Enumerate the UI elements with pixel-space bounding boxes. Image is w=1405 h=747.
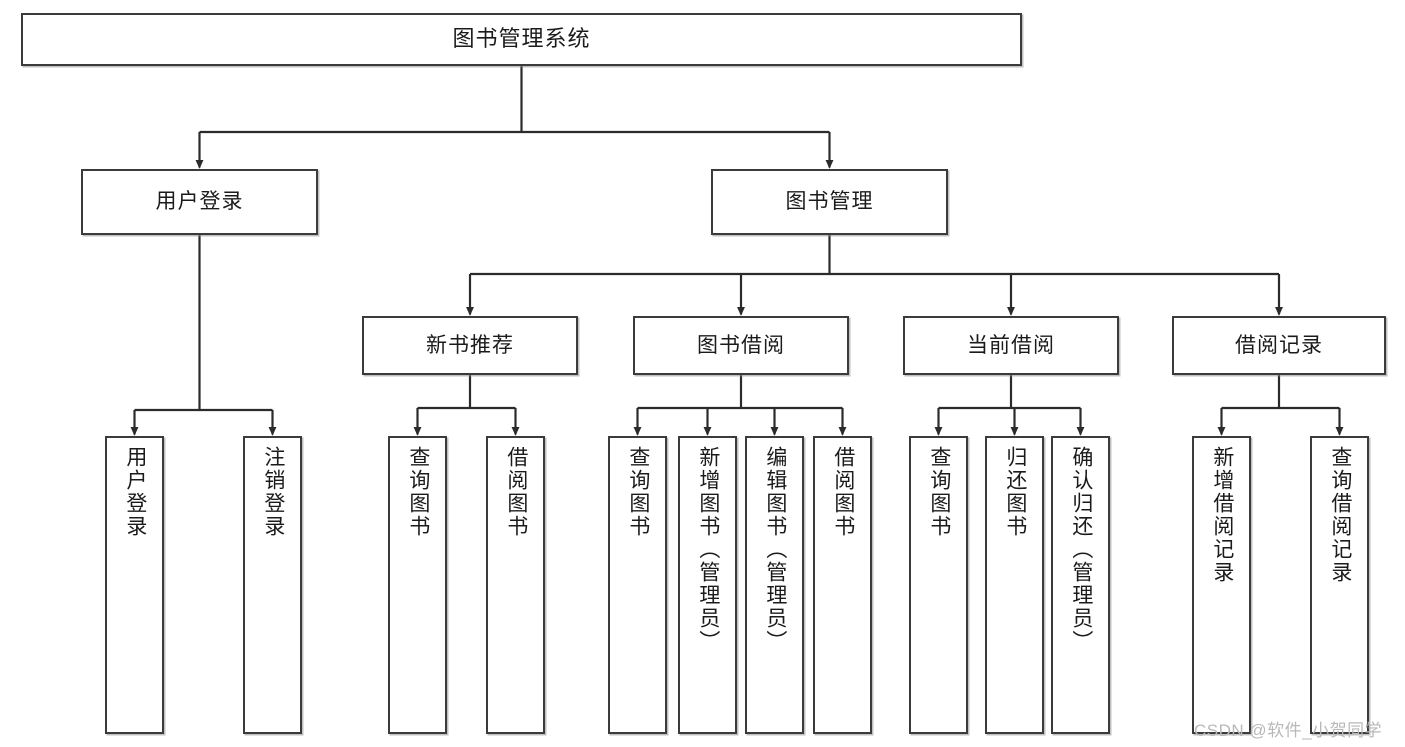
node-leaf_query_1[interactable]: 查询图书 (388, 436, 447, 734)
node-label: 图书管理系统 (452, 26, 591, 52)
node-leaf_query_rec[interactable]: 查询借阅记录 (1310, 436, 1369, 734)
node-leaf_query_3[interactable]: 查询图书 (909, 436, 968, 734)
node-label: 用户登录 (123, 446, 147, 538)
node-leaf_logout[interactable]: 注销登录 (243, 436, 302, 734)
node-label: 借阅图书 (504, 446, 528, 538)
node-label: 注销登录 (261, 446, 285, 538)
node-label: 借阅图书 (831, 446, 855, 538)
node-borrow_record[interactable]: 借阅记录 (1172, 316, 1386, 375)
node-label: 归还图书 (1003, 446, 1027, 538)
node-label: 图书借阅 (697, 333, 785, 357)
node-leaf_confirm[interactable]: 确认归还（管理员） (1051, 436, 1110, 734)
node-leaf_return[interactable]: 归还图书 (985, 436, 1044, 734)
edge-paths (130, 66, 1344, 436)
node-label: 借阅记录 (1235, 333, 1323, 357)
node-label: 用户登录 (155, 190, 244, 214)
node-label: 当前借阅 (967, 333, 1055, 357)
node-current_borrow[interactable]: 当前借阅 (903, 316, 1119, 375)
node-label: 确认归还（管理员） (1069, 446, 1093, 653)
node-leaf_query_2[interactable]: 查询图书 (608, 436, 667, 734)
node-leaf_user_login[interactable]: 用户登录 (105, 436, 164, 734)
node-label: 查询图书 (626, 446, 650, 538)
node-leaf_borrow_1[interactable]: 借阅图书 (486, 436, 545, 734)
node-book_borrow[interactable]: 图书借阅 (633, 316, 849, 375)
node-user_login[interactable]: 用户登录 (81, 169, 318, 235)
node-leaf_add_book[interactable]: 新增图书（管理员） (678, 436, 737, 734)
node-label: 查询图书 (406, 446, 430, 538)
node-new_book_rec[interactable]: 新书推荐 (362, 316, 578, 375)
csdn-watermark: CSDN @软件_小贺同学 (1194, 721, 1383, 740)
node-label: 查询图书 (927, 446, 951, 538)
node-root[interactable]: 图书管理系统 (21, 13, 1022, 66)
node-label: 编辑图书（管理员） (763, 446, 787, 653)
node-leaf_borrow_2[interactable]: 借阅图书 (813, 436, 872, 734)
node-label: 查询借阅记录 (1328, 446, 1352, 584)
node-label: 新增借阅记录 (1210, 446, 1234, 584)
node-label: 新增图书（管理员） (696, 446, 720, 653)
node-label: 图书管理 (785, 190, 874, 214)
node-label: 新书推荐 (426, 333, 514, 357)
node-leaf_add_rec[interactable]: 新增借阅记录 (1192, 436, 1251, 734)
node-leaf_edit_book[interactable]: 编辑图书（管理员） (745, 436, 804, 734)
node-book_manage[interactable]: 图书管理 (711, 169, 948, 235)
